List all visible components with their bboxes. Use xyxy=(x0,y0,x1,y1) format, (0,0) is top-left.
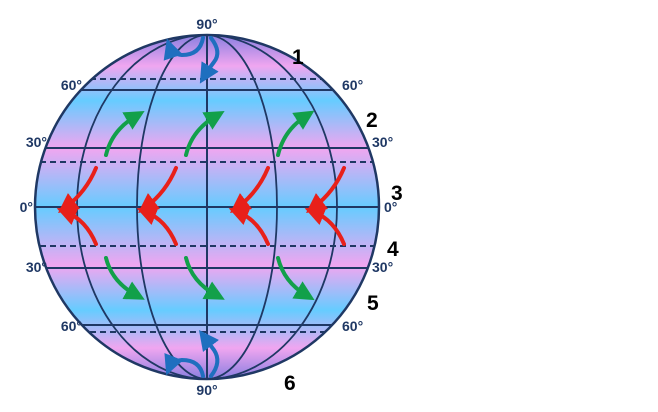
polar-arrow-south-left xyxy=(164,352,205,378)
trade-wind-arrow-se-4 xyxy=(304,206,346,246)
label-n30-right: 30° xyxy=(372,134,393,150)
label-north-pole: 90° xyxy=(196,16,217,32)
trade-wind-arrow-ne-4 xyxy=(306,166,346,214)
polar-arrow-north-right xyxy=(199,36,220,84)
label-eq-right: 0° xyxy=(384,199,397,215)
trade-wind-arrow-ne-1 xyxy=(58,166,98,214)
label-eq-left: 0° xyxy=(20,199,33,215)
zone-number-2: 2 xyxy=(366,109,378,132)
label-s30-left: 30° xyxy=(26,259,47,275)
label-n30-left: 30° xyxy=(26,134,47,150)
polar-arrow-south-right xyxy=(198,330,220,378)
westerly-arrow-s-3 xyxy=(276,256,315,301)
label-s60-right: 60° xyxy=(342,318,363,334)
globe xyxy=(33,33,381,381)
latitude-labels: 90° 90° 60° 60° 30° 30° 0° 0° 30° 30° 60… xyxy=(20,16,398,398)
trade-wind-arrow-se-2 xyxy=(136,206,178,246)
label-south-pole: 90° xyxy=(196,382,217,398)
label-n60-right: 60° xyxy=(342,77,363,93)
westerly-arrow-n-2 xyxy=(184,110,225,157)
zone-number-5: 5 xyxy=(367,292,379,315)
polar-arrow-north-left xyxy=(163,36,205,61)
westerly-arrow-s-2 xyxy=(184,256,225,300)
zone-number-6: 6 xyxy=(284,372,296,395)
zone-number-3: 3 xyxy=(391,182,403,205)
label-s30-right: 30° xyxy=(372,259,393,275)
westerly-arrow-n-1 xyxy=(104,110,145,157)
polar-easterly-arrows xyxy=(163,36,220,378)
zone-numbers: 1 2 3 4 5 6 xyxy=(284,46,403,395)
label-s60-left: 60° xyxy=(61,318,82,334)
trade-wind-arrows xyxy=(56,166,346,246)
trade-wind-arrow-ne-3 xyxy=(230,166,270,214)
zone-number-1: 1 xyxy=(292,46,304,69)
globe-outline xyxy=(33,33,381,381)
westerly-arrow-s-1 xyxy=(104,256,145,300)
zone-number-4: 4 xyxy=(387,238,399,261)
label-n60-left: 60° xyxy=(61,77,82,93)
trade-wind-arrow-ne-2 xyxy=(138,166,178,214)
westerly-arrow-n-3 xyxy=(276,110,315,157)
trade-wind-arrow-se-1 xyxy=(56,206,98,246)
westerly-arrows xyxy=(104,110,315,301)
trade-wind-arrow-se-3 xyxy=(228,206,270,246)
